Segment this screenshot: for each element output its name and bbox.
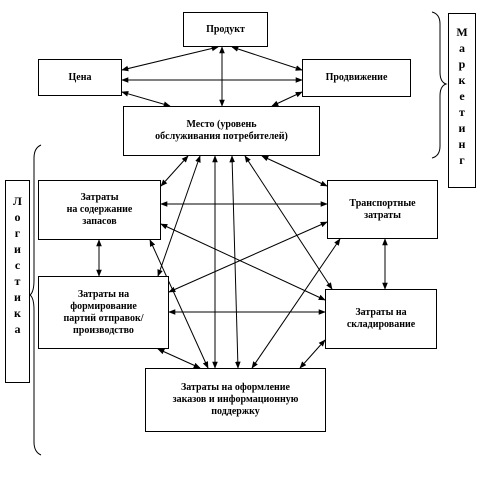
node-lot-production-cost: Затраты на формирование партий отправок/… xyxy=(38,276,169,349)
node-inventory-cost: Затраты на содержание запасов xyxy=(38,180,161,240)
logistics-brace xyxy=(29,144,42,456)
node-promotion: Продвижение xyxy=(302,59,411,97)
node-place: Место (уровень обслуживания потребителей… xyxy=(123,106,320,156)
connector-product-price xyxy=(121,45,219,72)
connector-product-promotion xyxy=(231,46,303,71)
connector-transport-orders xyxy=(251,238,341,369)
connector-place-inventory xyxy=(160,155,189,187)
connector-lot-orders xyxy=(157,348,201,369)
connector-place-lot xyxy=(157,155,201,277)
node-order-processing-cost: Затраты на оформление заказов и информац… xyxy=(145,368,326,432)
node-warehousing-cost: Затраты на складирование xyxy=(325,289,437,349)
marketing-brace xyxy=(431,11,448,159)
connector-warehouse-orders xyxy=(299,339,326,369)
node-transport-cost: Транспортные затраты xyxy=(327,180,438,239)
node-price: Цена xyxy=(38,59,122,96)
connector-promotion-place xyxy=(271,91,303,107)
marketing-label: М а р к е т и н г xyxy=(448,13,476,188)
connector-price-place xyxy=(121,91,171,107)
connector-inventory-warehouse xyxy=(160,223,326,301)
connector-inventory-orders xyxy=(149,239,209,369)
connector-transport-lot xyxy=(168,221,328,293)
node-product: Продукт xyxy=(183,12,268,47)
logistics-label: Л о г и с т и к а xyxy=(5,180,30,383)
connector-place-transport xyxy=(261,155,328,187)
